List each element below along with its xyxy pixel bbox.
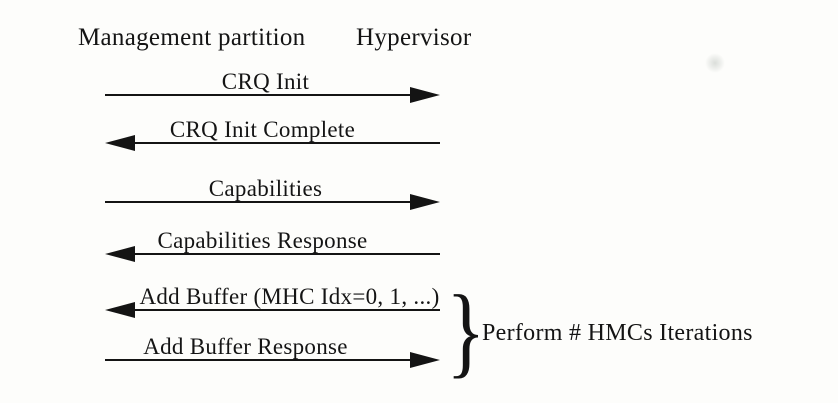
message-line xyxy=(105,359,413,361)
message-line xyxy=(131,309,440,311)
arrowhead-right-icon xyxy=(410,352,440,368)
arrowhead-left-icon xyxy=(105,135,135,151)
message-label: Add Buffer (MHC Idx=0, 1, ...) xyxy=(139,284,440,309)
arrowhead-right-icon xyxy=(410,87,440,103)
message-line xyxy=(105,201,413,203)
message-line xyxy=(105,94,413,96)
arrowhead-right-icon xyxy=(410,194,440,210)
message-label: Add Buffer Response xyxy=(143,334,348,359)
actor-hypervisor: Hypervisor xyxy=(356,24,472,51)
message-label: Capabilities Response xyxy=(157,228,368,253)
message-line xyxy=(131,142,440,144)
arrowhead-left-icon xyxy=(105,302,135,318)
arrowhead-left-icon xyxy=(105,246,135,262)
actor-management-partition: Management partition xyxy=(78,24,306,51)
message-label: CRQ Init xyxy=(221,69,310,94)
message-label: Capabilities xyxy=(208,176,323,201)
grouping-brace: } xyxy=(446,275,486,388)
message-label: CRQ Init Complete xyxy=(169,117,356,142)
message-line xyxy=(131,253,440,255)
scan-smudge-artifact xyxy=(705,53,725,73)
iteration-annotation: Perform # HMCs Iterations xyxy=(482,320,753,346)
